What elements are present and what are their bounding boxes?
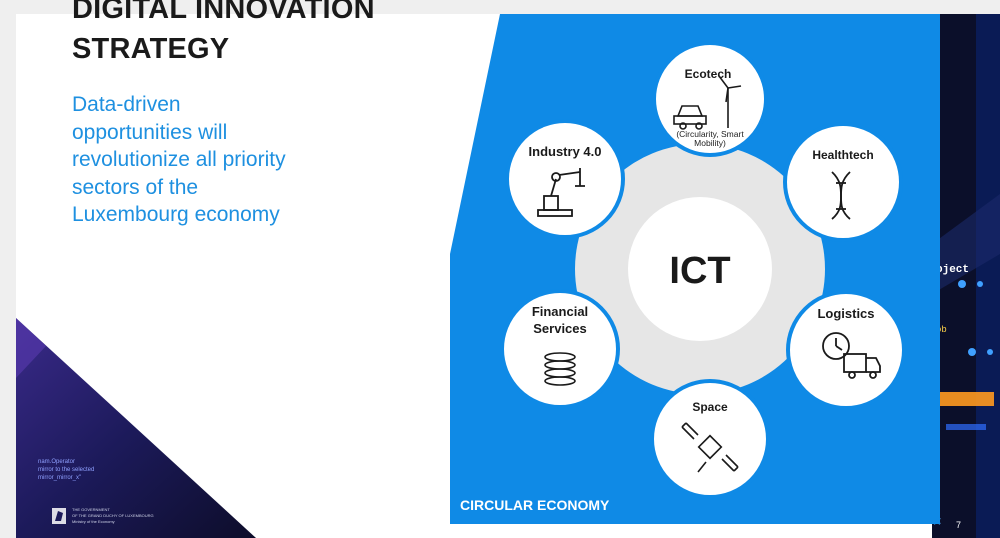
node-industry: Industry 4.0: [505, 119, 625, 239]
coins-icon: [544, 352, 576, 386]
slide-title: DIGITAL INNOVATION STRATEGY: [72, 0, 472, 69]
clock-truck-icon: [822, 332, 881, 379]
financial-label-line-1: Financial: [532, 304, 588, 319]
subtitle-line: Luxembourg economy: [72, 203, 280, 226]
svg-text:THE GOVERNMENT: THE GOVERNMENT: [72, 507, 110, 512]
node-healthtech: Healthtech: [783, 122, 903, 242]
svg-text:ob: ob: [936, 325, 947, 335]
page-number: 7: [956, 520, 961, 530]
data-background-image: oject ob 7: [932, 14, 1000, 538]
industry-label: Industry 4.0: [529, 144, 602, 159]
sector-diagram: ICT Ecotech (Circularity, Smart Mobility…: [450, 14, 940, 524]
robot-arm-icon: [537, 168, 585, 217]
svg-text:oject: oject: [936, 264, 969, 276]
svg-text:Ministry of the Economy: Ministry of the Economy: [72, 519, 115, 524]
subtitle-line: opportunities will: [72, 120, 228, 144]
top-border: [0, 0, 1000, 14]
healthtech-label: Healthtech: [812, 148, 873, 162]
circular-economy-label: CIRCULAR ECONOMY: [460, 497, 610, 513]
svg-text:OF THE GRAND DUCHY OF LUXEMBOU: OF THE GRAND DUCHY OF LUXEMBOURG: [72, 513, 154, 518]
ecotech-note-line-2: Mobility): [694, 138, 726, 148]
ict-label: ICT: [669, 250, 730, 292]
subtitle-line: revolutionize all priority: [72, 148, 286, 171]
ecotech-note-line-1: (Circularity, Smart: [676, 129, 744, 139]
logistics-label: Logistics: [817, 306, 874, 321]
space-label: Space: [692, 400, 728, 414]
node-ecotech: Ecotech (Circularity, Smart Mobility): [652, 41, 768, 157]
ict-center: [628, 197, 772, 341]
node-space: Space: [650, 379, 770, 499]
dna-icon: [831, 171, 851, 220]
subtitle-line: sectors of the: [72, 175, 199, 199]
svg-text:mirror_mirror_x": mirror_mirror_x": [38, 475, 81, 481]
code-background-image: nam.Operator mirror to the selected mirr…: [16, 318, 256, 538]
financial-label-line-2: Services: [533, 321, 587, 336]
node-logistics: Logistics: [786, 290, 906, 410]
svg-text:mirror to the selected: mirror to the selected: [38, 467, 94, 473]
subtitle-line: Data-driven: [72, 93, 181, 116]
title-line-1: DIGITAL INNOVATION: [72, 0, 375, 25]
node-financial: Financial Services: [500, 289, 620, 409]
car-wind-turbine-icon: [673, 75, 742, 130]
slide-subtitle: Data-driven opportunities will revolutio…: [72, 91, 402, 229]
luxembourg-lion-logo: [52, 508, 66, 524]
ecotech-label: Ecotech: [685, 67, 732, 81]
svg-text:nam.Operator: nam.Operator: [38, 459, 75, 465]
left-border: [0, 14, 16, 538]
title-line-2: STRATEGY: [72, 33, 230, 65]
satellite-icon: [681, 422, 739, 473]
